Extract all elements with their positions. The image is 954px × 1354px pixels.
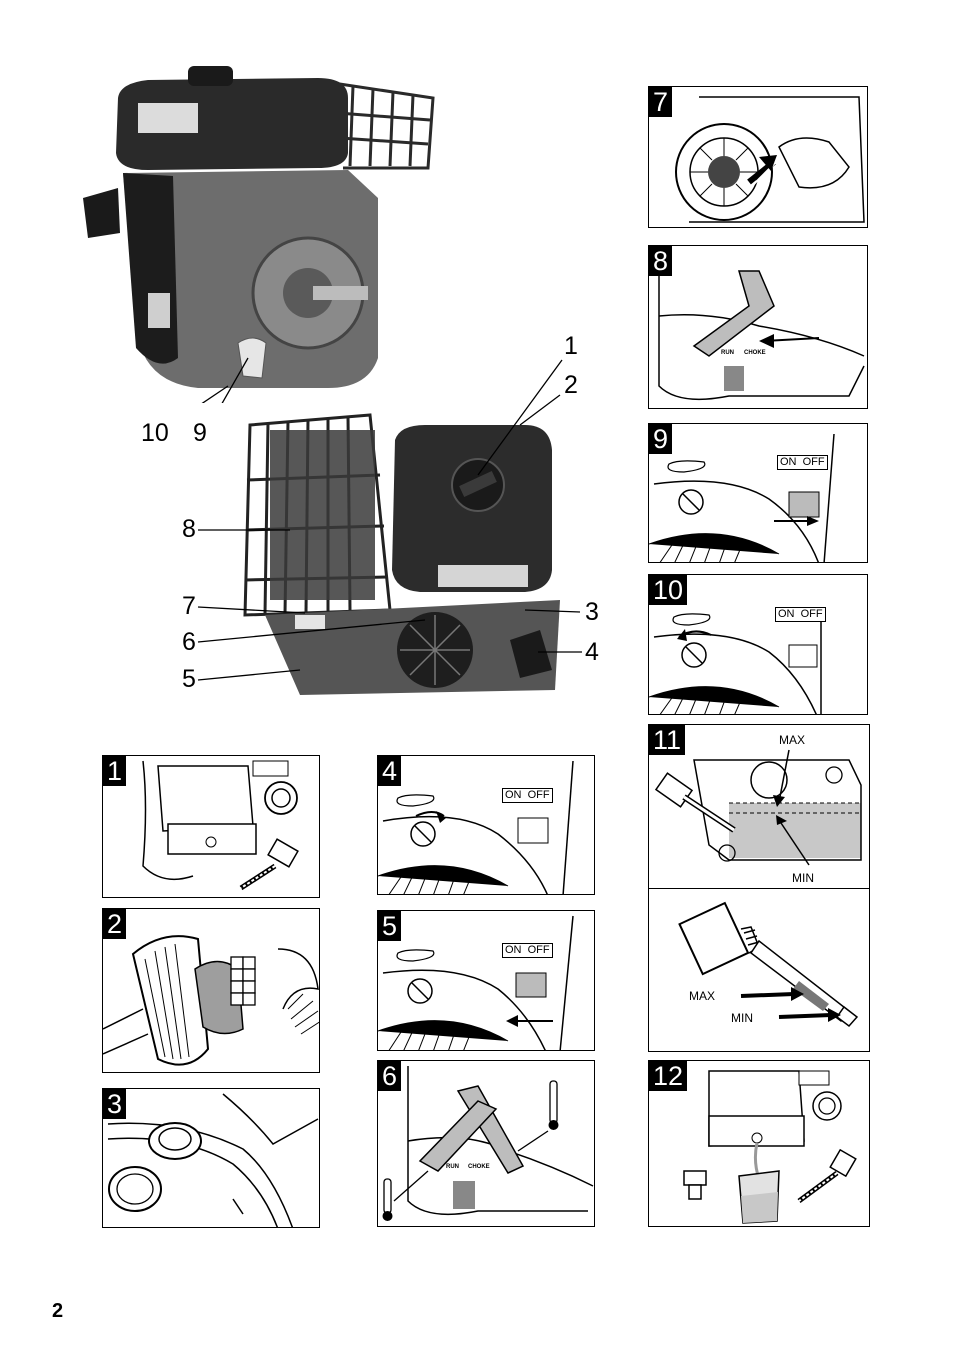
figure-7: 7 [648, 86, 868, 228]
choke-label: CHOKE [744, 350, 766, 356]
figure-number: 11 [649, 725, 686, 755]
callout-6: 6 [182, 628, 196, 656]
callout-9: 9 [193, 419, 207, 447]
figure-number: 6 [378, 1061, 402, 1091]
on-off-label: ON OFF [502, 943, 553, 958]
figure-number: 2 [103, 909, 127, 939]
callout-10: 10 [141, 419, 169, 447]
figure-5: 5 ON OFF [377, 910, 595, 1051]
figure-11: 11 MAX MIN [648, 724, 870, 889]
run-label: RUN [721, 350, 734, 356]
figure-11-dipstick: MAX MIN [648, 888, 870, 1052]
figure-12: 12 [648, 1060, 870, 1227]
figure-number: 10 [649, 575, 688, 605]
figure-1: 1 [102, 755, 320, 898]
on-off-label: ON OFF [777, 455, 828, 470]
figure-number: 7 [649, 87, 673, 117]
figure-9: 9 ON OFF [648, 423, 868, 563]
figure-number: 12 [649, 1061, 688, 1091]
callout-4: 4 [585, 638, 599, 666]
run-label: RUN [446, 1164, 459, 1170]
figure-3: 3 [102, 1088, 320, 1228]
on-off-label: ON OFF [502, 788, 553, 803]
figure-10: 10 ON OFF [648, 574, 868, 715]
engine-photo-front [197, 359, 582, 695]
callout-8: 8 [182, 515, 196, 543]
figure-4: 4 ON OFF [377, 755, 595, 895]
callout-1: 1 [564, 332, 578, 360]
engine-photo-side [83, 66, 435, 403]
figure-number: 5 [378, 911, 402, 941]
page-number: 2 [52, 1300, 64, 1322]
choke-label: CHOKE [468, 1164, 490, 1170]
figure-8: 8 RUN CHOKE [648, 245, 868, 409]
figure-number: 8 [649, 246, 673, 276]
callout-3: 3 [585, 598, 599, 626]
min-label: MIN [792, 871, 814, 885]
callout-2: 2 [564, 371, 578, 399]
max-label: MAX [689, 989, 716, 1003]
figure-2: 2 [102, 908, 320, 1073]
figure-number: 9 [649, 424, 673, 454]
figure-number: 4 [378, 756, 402, 786]
figure-6: 6 RUN CHOKE [377, 1060, 595, 1227]
figure-number: 1 [103, 756, 127, 786]
callout-7: 7 [182, 592, 196, 620]
callout-5: 5 [182, 665, 196, 693]
on-off-label: ON OFF [775, 607, 826, 622]
figure-number: 3 [103, 1089, 127, 1119]
min-label: MIN [731, 1011, 753, 1025]
max-label: MAX [779, 733, 806, 747]
